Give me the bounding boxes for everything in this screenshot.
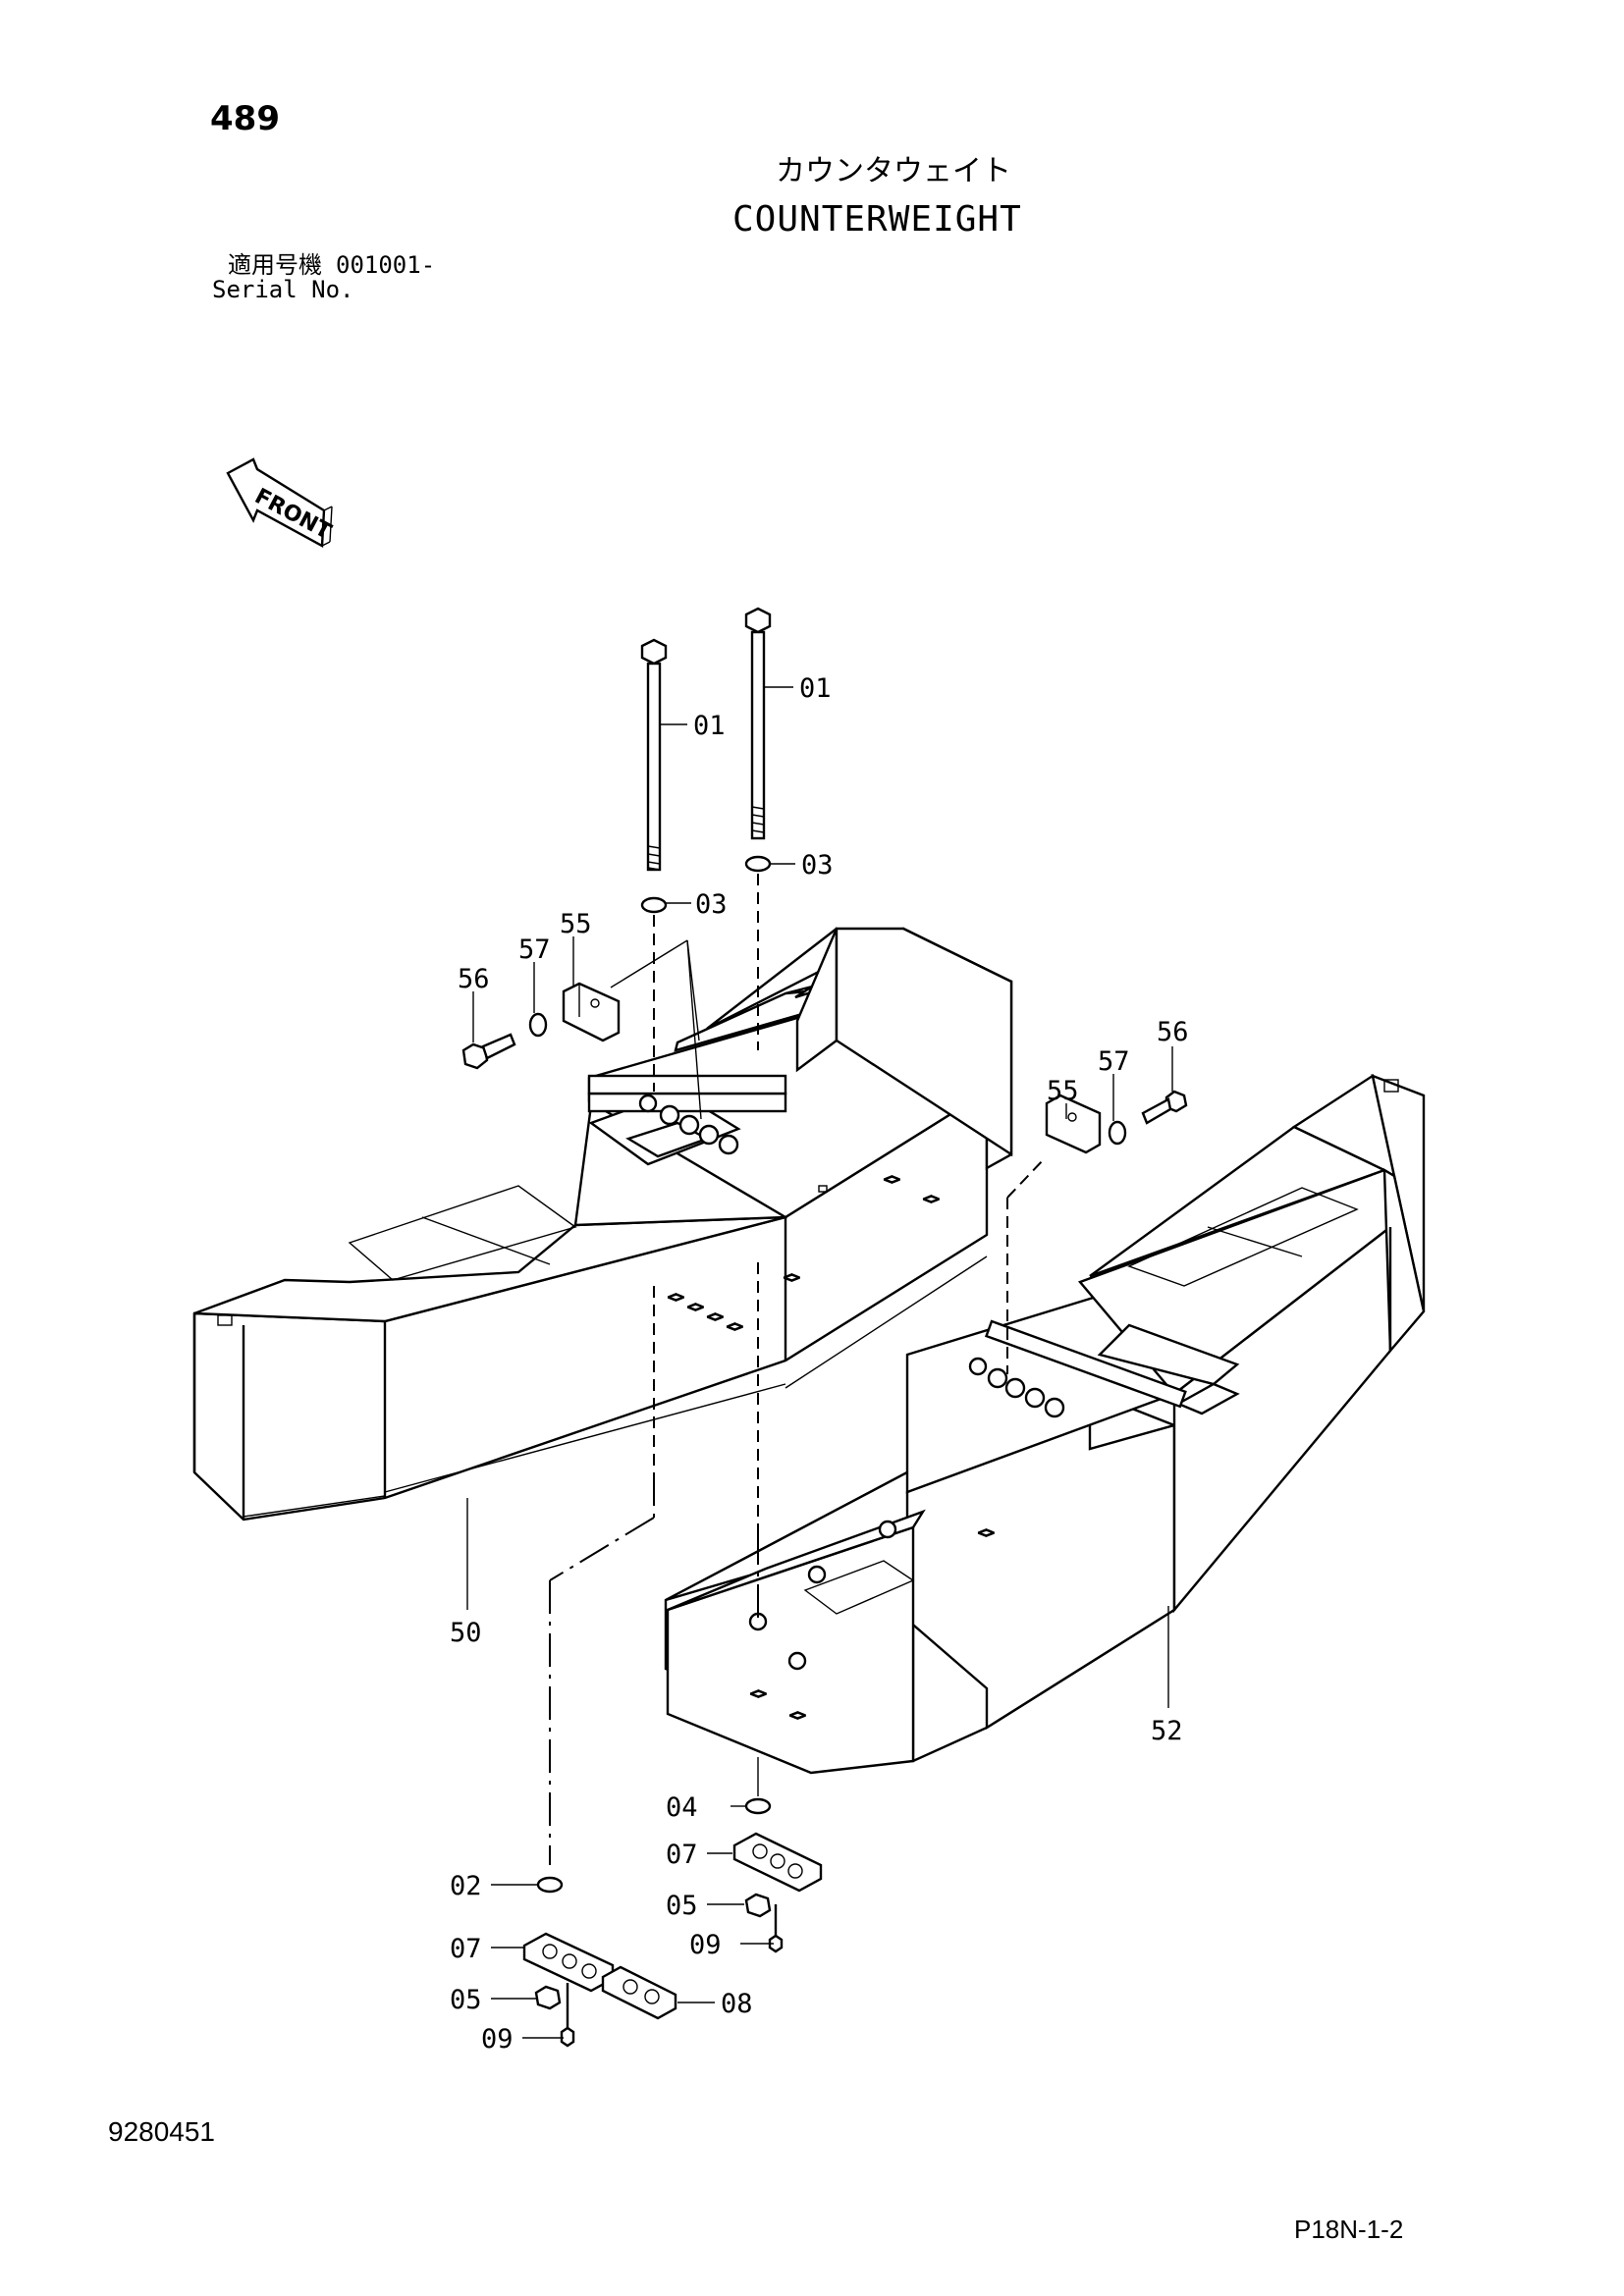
callout-09-left: 09 xyxy=(481,2024,514,2055)
nut-05-left-icon xyxy=(534,1985,562,2010)
washer-02-icon xyxy=(536,1876,564,1894)
plate-07-right-icon xyxy=(732,1832,823,1893)
serial-label-jp: 適用号機 xyxy=(228,251,322,279)
svg-text:<>: <> xyxy=(687,1300,704,1315)
callout-07-right: 07 xyxy=(666,1840,698,1870)
svg-text:<>: <> xyxy=(668,1290,684,1306)
svg-text:<>: <> xyxy=(789,1708,806,1724)
callout-55-left: 55 xyxy=(560,909,592,939)
callout-07-left: 07 xyxy=(450,1934,482,1964)
callout-05-left: 05 xyxy=(450,1985,482,2015)
callout-01-right: 01 xyxy=(799,673,832,704)
figure-code: P18N-1-2 xyxy=(1294,2215,1404,2244)
front-arrow-icon: FRONT xyxy=(226,457,335,548)
svg-text:<>: <> xyxy=(727,1319,743,1335)
svg-text:<>: <> xyxy=(978,1525,995,1541)
callout-09-right: 09 xyxy=(689,1930,722,1960)
svg-text:<>: <> xyxy=(884,1172,900,1188)
callout-01-left: 01 xyxy=(693,711,726,741)
callout-03-right: 03 xyxy=(801,850,834,881)
washer-03-right-icon xyxy=(744,855,772,873)
callout-05-right: 05 xyxy=(666,1891,698,1921)
screw-09-right-icon xyxy=(768,1904,784,1953)
svg-text:<>: <> xyxy=(750,1686,767,1702)
washer-57-right-icon xyxy=(1108,1120,1127,1146)
serial-applicability: 適用号機 001001- xyxy=(228,253,435,277)
callout-55-right: 55 xyxy=(1047,1076,1079,1106)
serial-range: 001001- xyxy=(336,251,436,279)
serial-label-en: Serial No. xyxy=(212,276,354,303)
title-japanese: カウンタウェイト xyxy=(776,154,1011,188)
callout-56-right: 56 xyxy=(1157,1017,1189,1047)
svg-text:<>: <> xyxy=(784,1270,800,1286)
counterweight-right: <> <> <> xyxy=(664,1074,1426,1775)
svg-text:<>: <> xyxy=(707,1309,724,1325)
callout-50: 50 xyxy=(450,1618,482,1648)
nut-05-right-icon xyxy=(744,1893,772,1918)
counterweight-left: <> <> <> <> <> <> <> xyxy=(192,927,1013,1610)
plate-07-left-icon xyxy=(522,1932,615,1993)
callout-56-left: 56 xyxy=(458,964,490,994)
svg-text:<>: <> xyxy=(923,1192,940,1207)
washer-04-icon xyxy=(744,1797,772,1815)
plate-08-icon xyxy=(601,1965,677,2020)
screw-09-left-icon xyxy=(560,1983,575,2048)
bolt-01-right-icon xyxy=(744,607,772,840)
plate-55-left-icon xyxy=(562,982,621,1042)
plate-55-right-icon xyxy=(1045,1094,1102,1154)
bolt-01-left-icon xyxy=(640,638,668,872)
title-english: COUNTERWEIGHT xyxy=(732,199,1022,240)
callout-57-right: 57 xyxy=(1098,1046,1130,1077)
callout-02: 02 xyxy=(450,1871,482,1901)
callout-08: 08 xyxy=(721,1989,753,2019)
bolt-56-right-icon xyxy=(1141,1090,1188,1125)
callout-52: 52 xyxy=(1151,1716,1183,1746)
washer-57-left-icon xyxy=(528,1012,548,1038)
washer-03-left-icon xyxy=(640,896,668,914)
callout-04: 04 xyxy=(666,1792,698,1823)
bolt-56-left-icon xyxy=(461,1033,516,1070)
callout-03-left: 03 xyxy=(695,889,728,920)
page-number: 489 xyxy=(210,99,280,138)
document-number: 9280451 xyxy=(108,2116,216,2147)
callout-57-left: 57 xyxy=(518,934,551,965)
